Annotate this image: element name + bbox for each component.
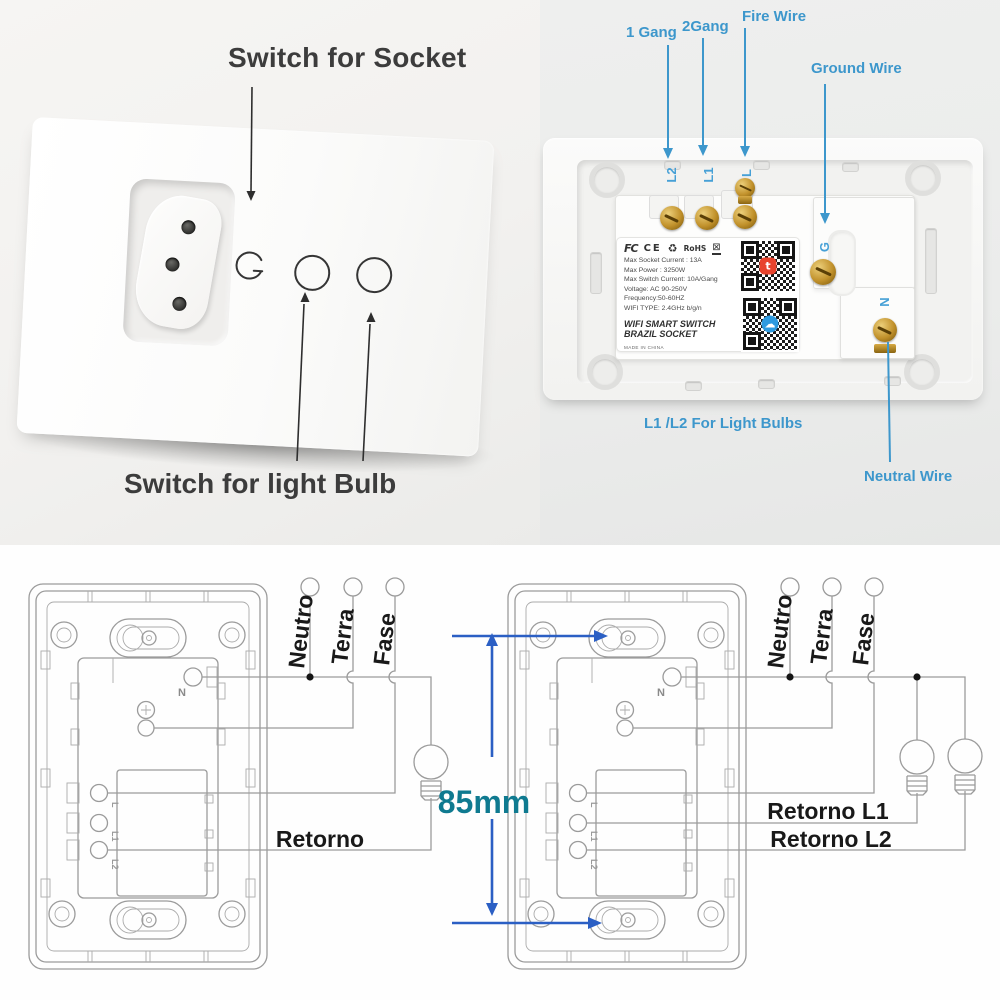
plate-slot	[925, 228, 937, 294]
terminal-screw-l1	[695, 206, 719, 230]
bulb-switch-label: Switch for light Bulb	[124, 468, 397, 499]
rear-photo-section: L2 L1 L G N FC CE ♻ RoHS ⊠ Max Socket Cu…	[540, 0, 1000, 545]
qr-finder	[779, 298, 797, 316]
certification-marks: FC CE ♻ RoHS ⊠	[624, 241, 799, 256]
product-line2: BRAZIL SOCKET	[624, 329, 697, 340]
qr-finder	[777, 241, 795, 259]
retorno-l1-label: Retorno L1	[767, 798, 889, 824]
tuya-logo-icon: t	[759, 257, 777, 275]
recycle-icon: ♻	[667, 242, 678, 255]
terminal-screw-l	[733, 205, 757, 229]
product-name: WIFI SMART SWITCH BRAZIL SOCKET	[624, 319, 799, 340]
wiring-diagrams: N L L1 L2	[28, 577, 983, 970]
spec-line: Frequency:50-60HZ	[624, 295, 685, 303]
wiring-diagrams-section: N L L1 L2	[0, 545, 1000, 1000]
made-in-label: MADE IN CHINA	[624, 344, 664, 350]
label-fire-wire: Fire Wire	[742, 8, 807, 25]
screw-hole	[904, 354, 940, 390]
dimension-85mm-label: 85mm	[438, 784, 531, 820]
screw-hole	[587, 354, 623, 390]
label-neutral-wire: Neutral Wire	[864, 468, 953, 485]
front-annotations	[246, 86, 376, 462]
terminal-clamp	[738, 196, 752, 204]
rear-annotations	[663, 28, 891, 463]
socket-switch-label: Switch for Socket	[228, 42, 467, 73]
label-light-bulbs: L1 /L2 For Light Bulbs	[644, 415, 803, 432]
plate-slot	[590, 252, 602, 294]
retorno-label: Retorno	[276, 826, 364, 852]
label-ground-wire: Ground Wire	[811, 60, 902, 77]
qr-finder	[743, 332, 761, 350]
terminal-screw-l2	[660, 206, 684, 230]
dimension-annotation: 85mm	[438, 630, 608, 929]
qr-finder	[741, 241, 759, 259]
weee-bin-icon: ⊠	[712, 241, 721, 255]
left-diagram-wires	[108, 577, 449, 851]
plate-slot	[758, 379, 775, 389]
glass-switch-panel	[16, 117, 495, 457]
plate-slot	[842, 162, 859, 172]
plate-slot	[753, 160, 770, 170]
label-2-gang: 2Gang	[682, 18, 729, 35]
tuya-qr-code: t	[739, 239, 797, 293]
left-terra-label: Terra	[326, 607, 359, 666]
screw-hole	[905, 160, 941, 196]
right-fase-label: Fase	[847, 611, 879, 666]
terminal-screw-g	[810, 259, 836, 285]
label-1-gang: 1 Gang	[626, 24, 677, 41]
spec-line: Max Switch Current: 10A/Gang	[624, 276, 718, 284]
spec-line: Max Power : 3250W	[624, 266, 686, 274]
smartlife-qr-code: ☁	[741, 296, 799, 352]
terminal-clamp	[874, 344, 896, 353]
right-neutro-label: Neutro	[762, 593, 797, 670]
qr-finder	[743, 298, 761, 316]
power-touch-icon	[235, 251, 264, 280]
right-diagram-wires	[587, 577, 983, 851]
terminal-screw-l-upper	[735, 178, 755, 198]
front-photo-section: Switch for Socket Switch for light Bulb	[0, 0, 540, 545]
bulb	[947, 738, 983, 795]
spec-line: Voltage: AC 90-250V	[624, 285, 688, 293]
plate-slot	[884, 376, 901, 386]
screw-hole	[589, 162, 625, 198]
plate-slot	[685, 381, 702, 391]
spec-line: WIFI TYPE: 2.4GHz b/g/n	[624, 304, 702, 312]
ce-icon: CE	[643, 243, 662, 254]
right-plate	[507, 583, 747, 970]
rohs-mark: RoHS	[683, 244, 707, 253]
spec-sticker: FC CE ♻ RoHS ⊠ Max Socket Current : 13A …	[616, 237, 800, 352]
smartlife-cloud-icon: ☁	[761, 315, 779, 333]
mounting-plate: L2 L1 L G N FC CE ♻ RoHS ⊠ Max Socket Cu…	[543, 138, 983, 400]
fcc-icon: FC	[624, 242, 639, 255]
qr-finder	[741, 273, 759, 291]
spec-line: Max Socket Current : 13A	[624, 257, 702, 264]
product-line1: WIFI SMART SWITCH	[624, 318, 716, 329]
plate-slot	[664, 160, 681, 170]
right-terra-label: Terra	[805, 607, 838, 666]
left-plate	[28, 583, 268, 970]
retorno-l2-label: Retorno L2	[770, 826, 891, 852]
left-fase-label: Fase	[368, 611, 400, 666]
terminal-screw-n	[873, 318, 897, 342]
left-neutro-label: Neutro	[283, 593, 318, 670]
bulb	[899, 739, 935, 796]
